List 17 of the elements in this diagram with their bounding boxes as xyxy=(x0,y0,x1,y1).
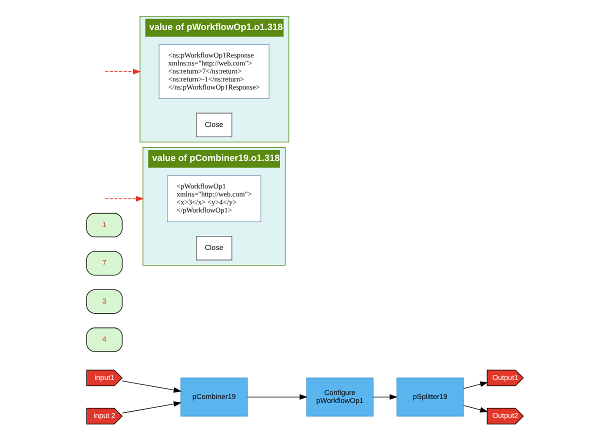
arrow xyxy=(122,401,182,414)
node-box: 1 xyxy=(86,212,123,238)
node-box: 4 xyxy=(86,328,123,352)
node-box: Close xyxy=(196,112,232,138)
arrow xyxy=(372,394,398,400)
arrow xyxy=(463,405,488,413)
arrow xyxy=(122,380,182,393)
arrow xyxy=(463,382,488,389)
node-box: Configure pWorkflowOp1 xyxy=(306,378,374,416)
arrow xyxy=(104,68,141,74)
arrow xyxy=(247,394,308,400)
arrow xyxy=(104,196,144,202)
node-box: 3 xyxy=(86,289,123,314)
node-box: 7 xyxy=(86,251,123,276)
node-box: Close xyxy=(196,236,232,260)
node-box: pSplitter19 xyxy=(396,378,464,416)
node-box: pCombiner19 xyxy=(180,378,248,416)
